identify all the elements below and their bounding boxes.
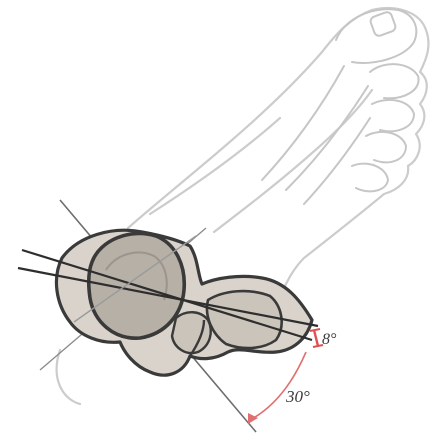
third-toe xyxy=(372,100,414,131)
large-angle-arc xyxy=(250,352,306,420)
small-angle-bracket xyxy=(314,330,318,346)
small-angle-label: 8° xyxy=(322,331,337,348)
navicular-bone xyxy=(172,312,211,353)
fourth-toe xyxy=(366,132,406,162)
large-angle-arrowhead xyxy=(248,413,258,424)
big-toe xyxy=(336,9,416,63)
fifth-toe xyxy=(352,164,388,192)
arch-line xyxy=(214,90,372,232)
heel-edge xyxy=(57,350,80,404)
small-angle-tick-top xyxy=(310,329,320,331)
toenail-icon xyxy=(369,11,397,37)
second-toe xyxy=(370,64,419,98)
bones xyxy=(56,230,312,375)
ankle-line xyxy=(150,118,280,214)
large-angle-label: 30° xyxy=(285,387,310,406)
